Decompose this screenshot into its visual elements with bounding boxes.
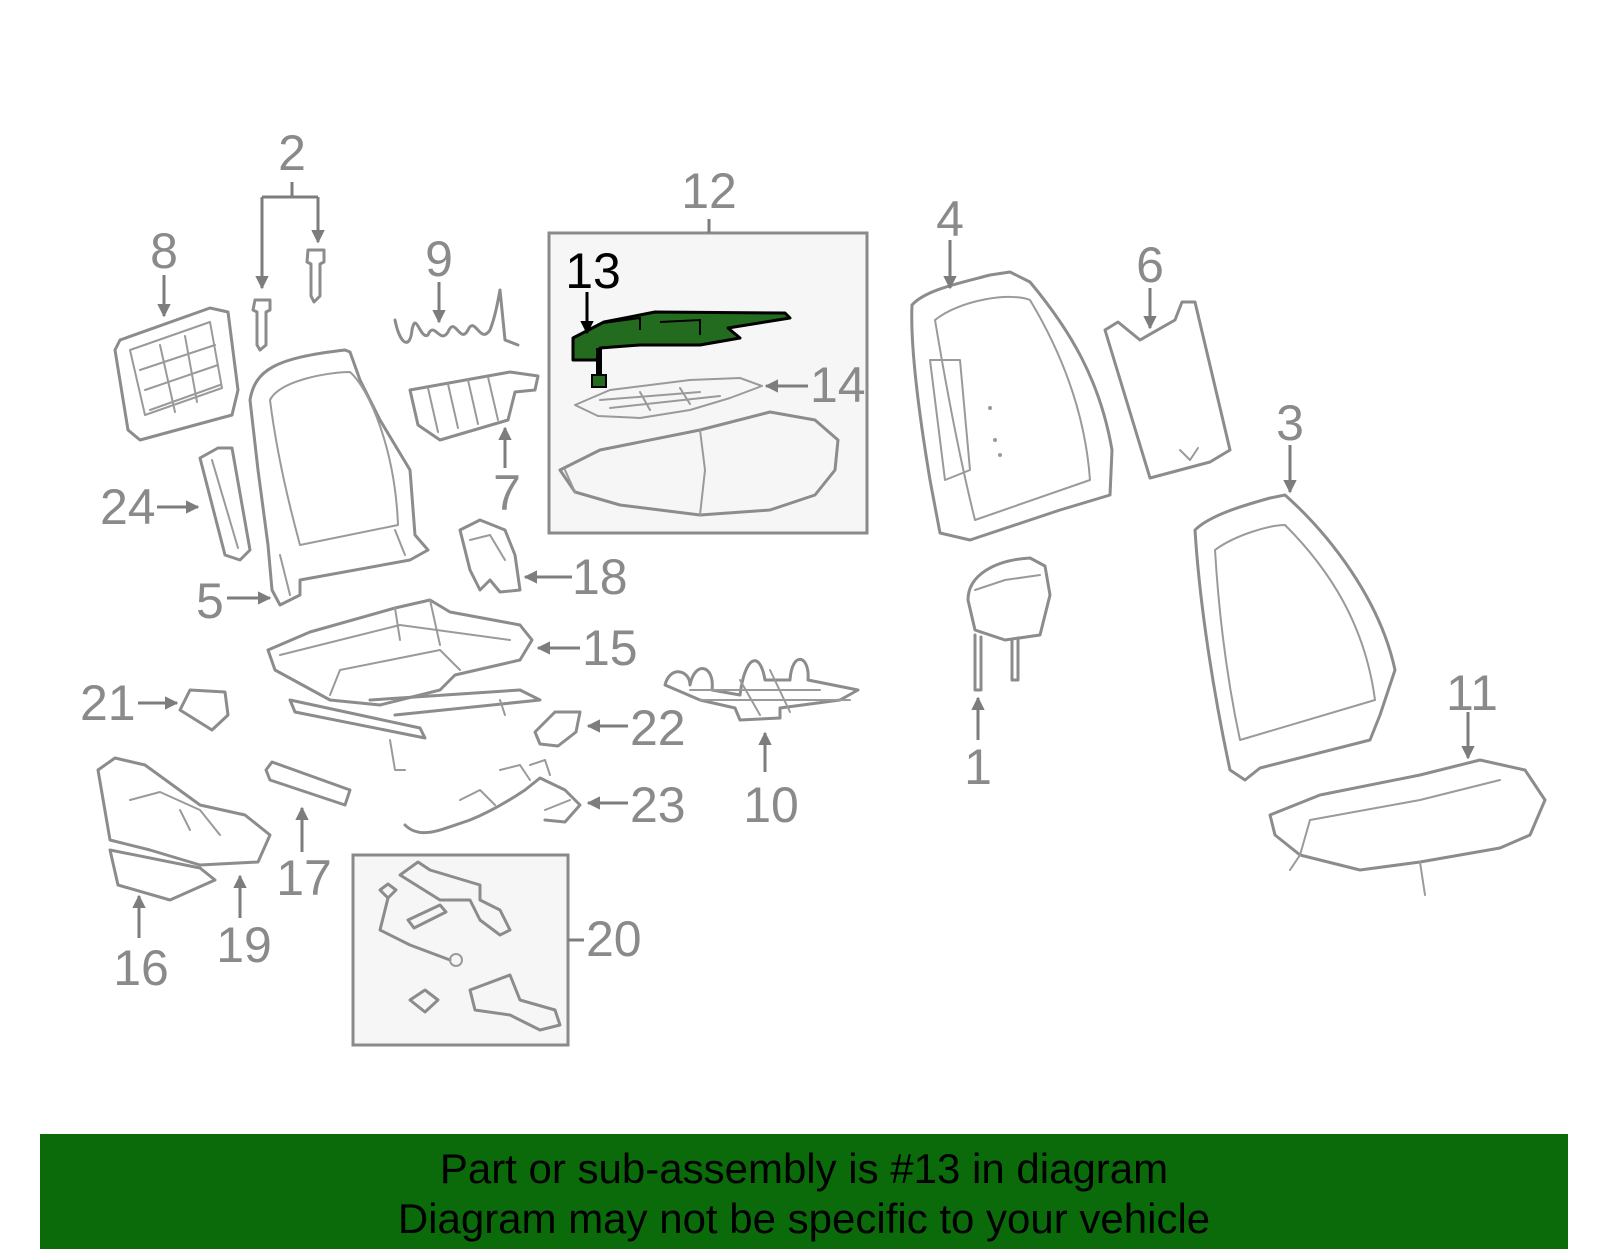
part-7-lumbar[interactable] [408,370,540,442]
label-15: 15 [582,620,638,676]
label-5: 5 [196,573,224,629]
part-6-back-cover[interactable] [1103,300,1232,480]
label-2: 2 [278,125,306,181]
banner-line-1: Part or sub-assembly is #13 in diagram [439,1145,1169,1192]
label-13: 13 [565,243,621,299]
part-18-cover[interactable] [458,518,522,594]
label-12: 12 [681,163,737,219]
label-3: 3 [1276,395,1304,451]
part-17-bar[interactable] [264,760,352,807]
label-10: 10 [743,777,799,833]
part-13-highlighted[interactable] [571,310,792,388]
label-19: 19 [216,917,272,973]
label-6: 6 [1136,237,1164,293]
part-20-hardware-box[interactable] [351,853,570,1047]
label-24: 24 [100,479,156,535]
part-15-seat-frame[interactable] [266,598,542,771]
label-18: 18 [572,549,628,605]
label-23: 23 [630,777,686,833]
info-banner: Part or sub-assembly is #13 in diagram D… [40,1134,1568,1249]
label-22: 22 [630,700,686,756]
part-19-side-shield[interactable] [96,756,272,867]
label-20: 20 [586,911,642,967]
part-16-lower-shield[interactable] [108,848,217,902]
label-8: 8 [150,223,178,279]
label-17: 17 [276,850,332,906]
part-10-spring-mat[interactable] [663,657,860,722]
part-9-spring-wire[interactable] [393,288,520,347]
part-11-seat-cushion[interactable] [1268,758,1547,896]
leader-lines [132,182,1475,942]
part-1-headrest[interactable] [966,556,1052,692]
label-21: 21 [80,675,136,731]
label-16: 16 [113,940,169,996]
label-1: 1 [964,739,992,795]
part-23-harness[interactable] [403,759,582,835]
part-8-back-panel[interactable] [113,306,240,442]
part-2-pins[interactable] [251,248,326,352]
part-22-knob[interactable] [533,710,582,748]
part-24-trim-strip[interactable] [198,446,252,562]
label-9: 9 [425,231,453,287]
label-14: 14 [810,357,866,413]
banner-line-2: Diagram may not be specific to your vehi… [397,1195,1211,1242]
part-21-cap[interactable] [178,688,230,732]
part-5-back-frame[interactable] [248,348,430,607]
part-14-sensor-mat[interactable] [574,377,763,419]
label-7: 7 [493,465,521,521]
part-3-seat-back[interactable] [1193,493,1397,782]
label-11: 11 [1446,665,1498,721]
callout-labels: 2 8 9 12 13 14 4 6 3 7 24 5 18 15 21 22 … [80,125,1498,996]
label-4: 4 [936,191,964,247]
part-4-seat-back-assembly[interactable] [910,270,1114,542]
cushion-pad [558,410,840,517]
